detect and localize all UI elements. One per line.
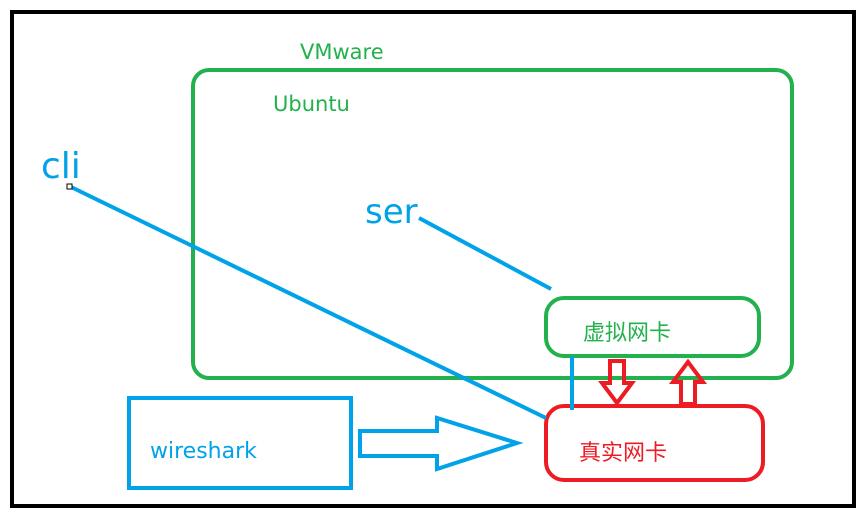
cli-to-real-nic-line bbox=[68, 184, 547, 420]
wireshark-box bbox=[127, 396, 353, 490]
up-arrow bbox=[669, 358, 707, 406]
virtual-nic-box bbox=[544, 296, 761, 358]
capture-arrow bbox=[358, 415, 524, 472]
real-nic-label: 真实网卡 bbox=[579, 441, 667, 466]
real-nic-box bbox=[544, 404, 765, 482]
ser-to-virtual-nic-line bbox=[418, 216, 552, 291]
down-arrow bbox=[598, 359, 636, 407]
cli-label: cli bbox=[41, 146, 81, 187]
ubuntu-label: Ubuntu bbox=[273, 92, 350, 116]
vmware-label: VMware bbox=[300, 40, 384, 64]
outer-frame bbox=[10, 10, 856, 508]
virtual-nic-label: 虚拟网卡 bbox=[583, 321, 671, 346]
cli-node-marker bbox=[66, 183, 73, 190]
ubuntu-vm-box bbox=[191, 68, 794, 380]
ser-label: ser bbox=[365, 192, 418, 232]
wireshark-label: wireshark bbox=[150, 439, 257, 464]
